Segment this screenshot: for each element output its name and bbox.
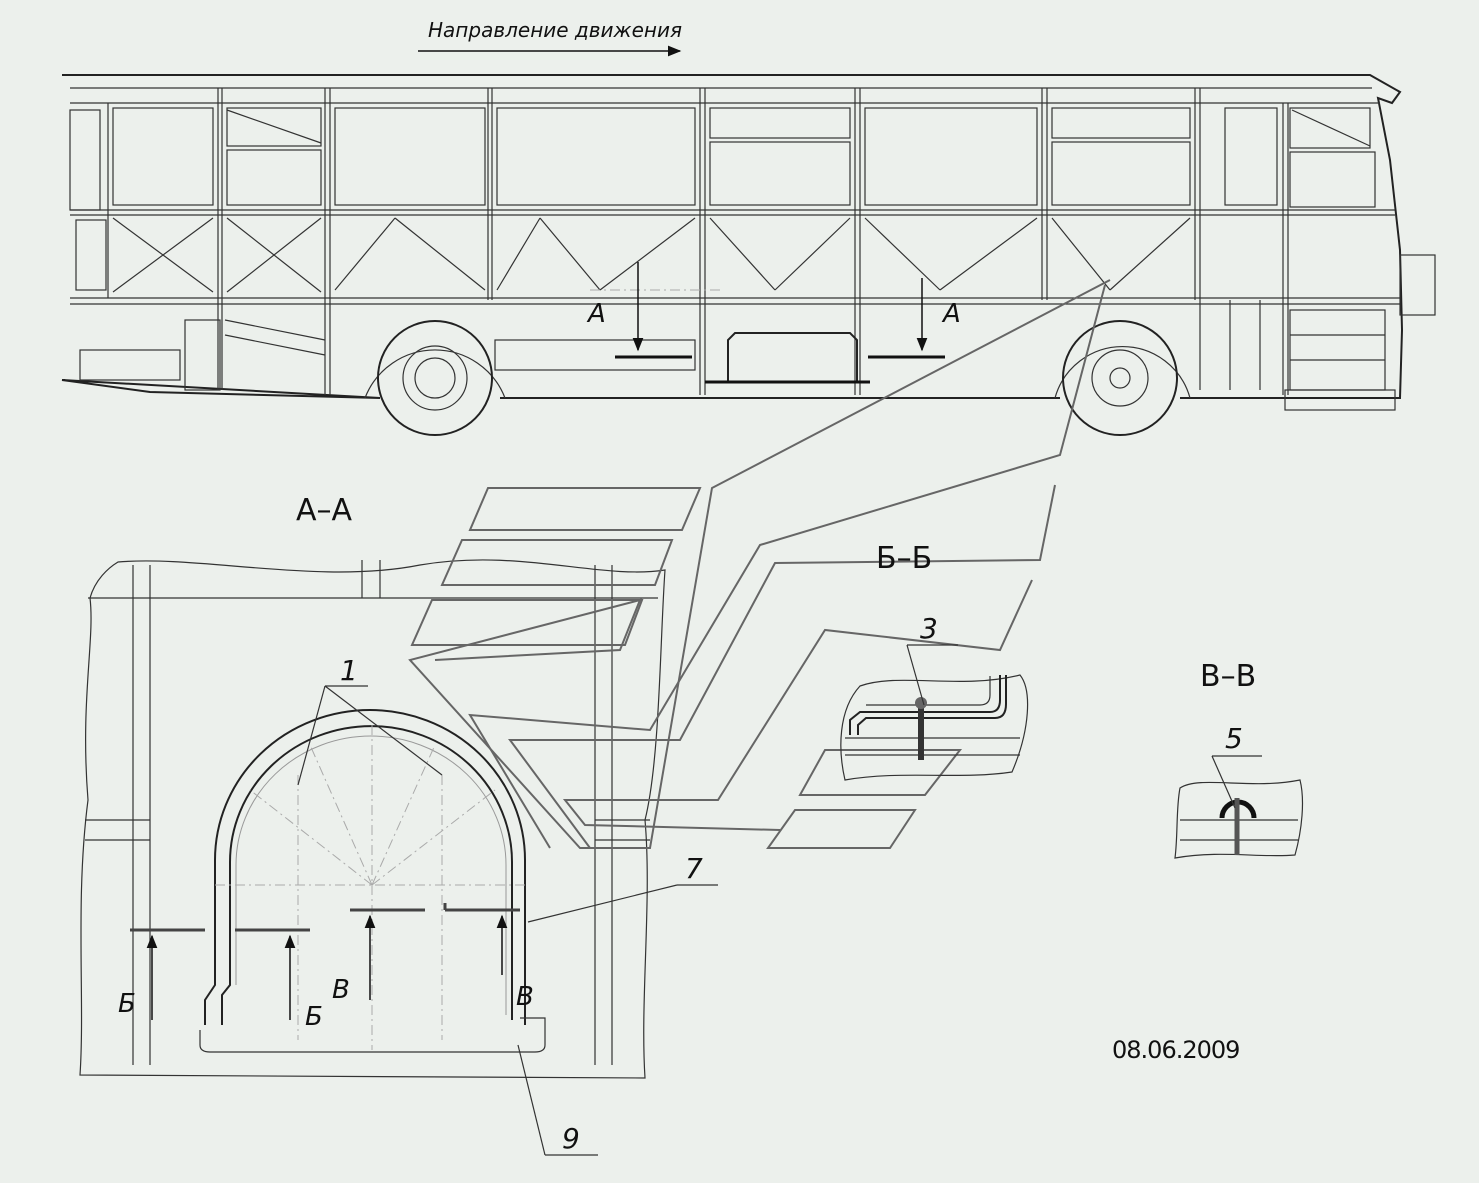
callout-5: 5 (1211, 722, 1262, 809)
arch-outer (204, 709, 526, 1025)
front-wheel (364, 320, 506, 436)
body-outline (61, 74, 1404, 399)
mark-b-right: Б (305, 1002, 323, 1032)
section-aa-frame (85, 560, 658, 1065)
drawing-date: 08.06.2009 (1112, 1036, 1239, 1064)
arch-seal (235, 735, 507, 1015)
direction-indicator: Направление движения (418, 18, 682, 57)
section-vv-title: В–В (1200, 659, 1256, 694)
section-bb-title: Б–Б (876, 541, 932, 576)
window-panes (112, 107, 1376, 208)
section-aa-centrelines (215, 725, 525, 1050)
mark-v-right: В (516, 982, 534, 1012)
bb-profile-top (866, 676, 991, 706)
section-bb-outline (840, 674, 1029, 781)
callout-3-label: 3 (920, 612, 938, 645)
section-bb: Б–Б 3 (840, 541, 1029, 781)
callout-9-label: 9 (562, 1122, 580, 1155)
projection-leaders (408, 279, 1111, 849)
bb-profile-outer (849, 675, 1001, 735)
luggage-hatch (727, 332, 858, 382)
callout-7: 7 (527, 852, 718, 923)
mark-v-left: В (332, 975, 350, 1005)
section-aa-title: А–А (296, 493, 353, 528)
section-vv: В–В 5 (1174, 659, 1304, 859)
section-mark-a-left: А (586, 299, 606, 329)
arch-inner (221, 725, 513, 1025)
side-trusses (69, 109, 1191, 293)
section-aa-outline (79, 559, 666, 1079)
bb-profile-inner (857, 675, 1007, 735)
callout-1-label: 1 (340, 654, 358, 687)
section-aa-arrows (146, 914, 508, 1020)
section-aa: А–А (79, 493, 718, 1156)
direction-label: Направление движения (428, 18, 682, 42)
bb-screw-head (915, 697, 927, 709)
mark-b-left: Б (118, 989, 136, 1019)
rear-wheel (1054, 320, 1191, 436)
section-aa-cut-lines (130, 903, 520, 932)
section-cut-a: А А (586, 262, 961, 359)
chassis (79, 254, 1436, 411)
section-vv-outline (1174, 779, 1304, 859)
callout-7-label: 7 (685, 852, 703, 885)
callout-1: 1 (297, 654, 443, 786)
section-mark-a-right: А (941, 299, 961, 329)
callout-5-label: 5 (1225, 722, 1243, 755)
callout-3: 3 (906, 612, 958, 706)
arch-sill (199, 1017, 546, 1053)
callout-9: 9 (517, 1044, 598, 1156)
bus-side-view: А А (61, 74, 1436, 436)
pillars (107, 88, 1289, 395)
